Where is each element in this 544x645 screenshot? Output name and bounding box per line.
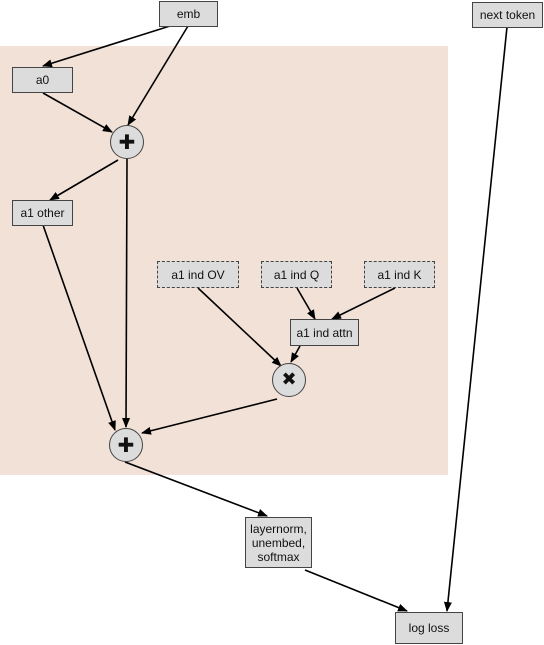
node-next-token[interactable]: next token [472, 2, 543, 28]
node-unembed[interactable]: layernorm, unembed, softmax [245, 517, 312, 568]
node-emb[interactable]: emb [159, 1, 218, 27]
edge-add-top-to-add-bottom [122, 158, 131, 428]
add-operator-top[interactable]: ✚ [110, 125, 144, 159]
edge-ov-to-multiply [197, 287, 282, 367]
attention-region-background [0, 46, 448, 475]
edge-add-top-to-a1-other [49, 159, 119, 201]
edge-a1-other-to-add-bottom [42, 224, 116, 431]
node-a0[interactable]: a0 [12, 67, 73, 93]
edge-k-to-attn [331, 287, 396, 320]
node-a1-other[interactable]: a1 other [12, 200, 73, 226]
edge-a0-to-add-top [42, 92, 113, 133]
node-a1-ind-k[interactable]: a1 ind K [364, 261, 435, 288]
node-a1-ind-q[interactable]: a1 ind Q [261, 261, 332, 288]
edge-attn-to-multiply [290, 345, 301, 363]
edge-unembed-to-log-loss [304, 569, 408, 612]
edge-next-token-to-log-loss [443, 26, 508, 612]
node-a1-ind-ov[interactable]: a1 ind OV [157, 261, 239, 288]
node-log-loss[interactable]: log loss [395, 612, 463, 644]
edge-emb-to-a0 [42, 25, 171, 68]
node-a1-ind-attn[interactable]: a1 ind attn [290, 319, 359, 346]
edge-emb-to-add-top [127, 25, 189, 126]
multiply-operator[interactable]: ✖ [272, 363, 306, 397]
edge-add-bottom-to-unembed [124, 461, 268, 517]
edge-multiply-to-add-bottom [141, 398, 278, 435]
add-operator-bottom[interactable]: ✚ [109, 428, 143, 462]
edge-q-to-attn [296, 287, 316, 320]
